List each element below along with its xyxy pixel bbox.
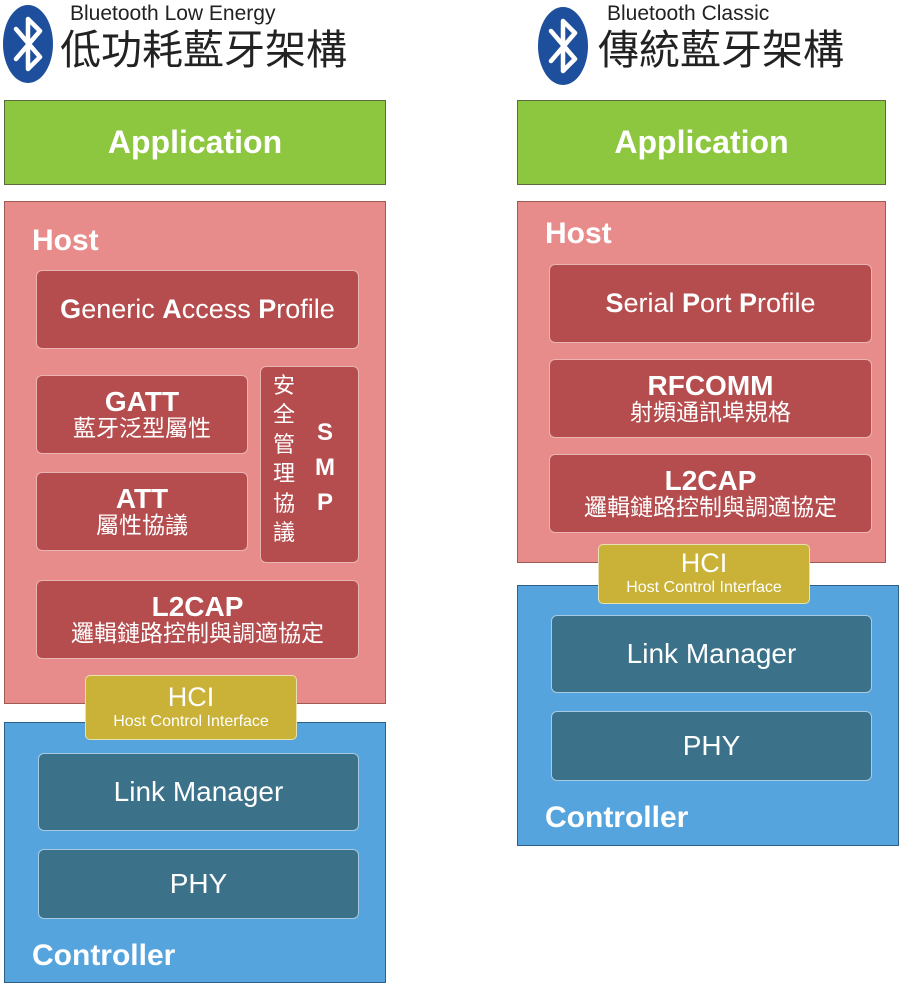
smp-en-char: P xyxy=(316,488,333,516)
smp-zh-char: 管 xyxy=(272,432,295,458)
ble-hci-block: HCI Host Control Interface xyxy=(85,675,297,740)
bluetooth-icon xyxy=(3,5,53,83)
att-desc: 屬性協議 xyxy=(96,512,188,539)
spp-letter-p2: P xyxy=(739,288,758,318)
spp-word-2: ort xyxy=(700,288,740,318)
ble-host-label: Host xyxy=(32,224,99,257)
smp-zh-char: 全 xyxy=(272,403,295,429)
ble-hci-desc: Host Control Interface xyxy=(113,712,269,730)
att-title: ATT xyxy=(115,482,169,514)
gap-word-1: eneric xyxy=(81,294,163,324)
att-block: ATT 屬性協議 xyxy=(36,472,248,551)
rfcomm-block: RFCOMM 射頻通訊埠規格 xyxy=(549,359,872,438)
spp-word-1: erial xyxy=(623,288,682,318)
gap-word-2: ccess xyxy=(181,294,259,324)
classic-application-layer: Application xyxy=(517,100,886,185)
classic-subtitle: Bluetooth Classic xyxy=(607,2,770,25)
ble-phy-block: PHY xyxy=(38,849,359,919)
smp-block xyxy=(260,366,359,563)
gap-letter-g: G xyxy=(60,294,82,324)
classic-controller-label: Controller xyxy=(545,801,689,834)
gatt-desc: 藍牙泛型屬性 xyxy=(73,415,211,442)
bluetooth-icon xyxy=(538,7,588,85)
gatt-block: GATT 藍牙泛型屬性 xyxy=(36,375,248,454)
smp-zh-char: 安 xyxy=(272,374,295,399)
ble-application-layer: Application xyxy=(4,100,386,185)
smp-en-char: M xyxy=(315,453,335,481)
spp-letter-s: S xyxy=(605,288,624,318)
classic-phy-block: PHY xyxy=(551,711,872,781)
gatt-title: GATT xyxy=(104,385,180,417)
gap-letter-p: P xyxy=(258,294,277,324)
gap-word-3: rofile xyxy=(276,294,335,324)
ble-link-manager-block: Link Manager xyxy=(38,753,359,831)
ble-hci-title: HCI xyxy=(167,681,215,712)
smp-zh-char: 議 xyxy=(272,521,295,547)
smp-en-vertical: S M P xyxy=(311,416,339,520)
smp-zh-vertical: 安 全 管 理 協 議 xyxy=(269,372,299,549)
classic-link-manager-block: Link Manager xyxy=(551,615,872,693)
rfcomm-desc: 射頻通訊埠規格 xyxy=(630,399,791,426)
smp-en-char: S xyxy=(316,419,333,446)
classic-title: 傳統藍牙架構 xyxy=(598,26,844,74)
spp-word-3: rofile xyxy=(757,288,816,318)
spp-letter-p: P xyxy=(681,288,700,318)
classic-hci-desc: Host Control Interface xyxy=(626,579,782,597)
classic-l2cap-title: L2CAP xyxy=(664,464,757,496)
classic-hci-title: HCI xyxy=(680,548,728,579)
smp-zh-char: 理 xyxy=(272,462,295,488)
ble-l2cap-title: L2CAP xyxy=(151,590,244,622)
ble-subtitle: Bluetooth Low Energy xyxy=(70,2,276,25)
classic-hci-block: HCI Host Control Interface xyxy=(598,544,810,604)
classic-l2cap-desc: 邏輯鏈路控制與調適協定 xyxy=(584,494,837,521)
ble-l2cap-desc: 邏輯鏈路控制與調適協定 xyxy=(71,620,324,647)
ble-controller-label: Controller xyxy=(32,939,176,972)
rfcomm-title: RFCOMM xyxy=(647,369,774,401)
ble-title: 低功耗藍牙架構 xyxy=(60,26,347,74)
gap-letter-a: A xyxy=(162,294,182,324)
classic-host-label: Host xyxy=(545,217,612,250)
ble-l2cap-block: L2CAP 邏輯鏈路控制與調適協定 xyxy=(36,580,359,659)
smp-zh-char: 協 xyxy=(272,491,295,517)
classic-l2cap-block: L2CAP 邏輯鏈路控制與調適協定 xyxy=(549,454,872,533)
